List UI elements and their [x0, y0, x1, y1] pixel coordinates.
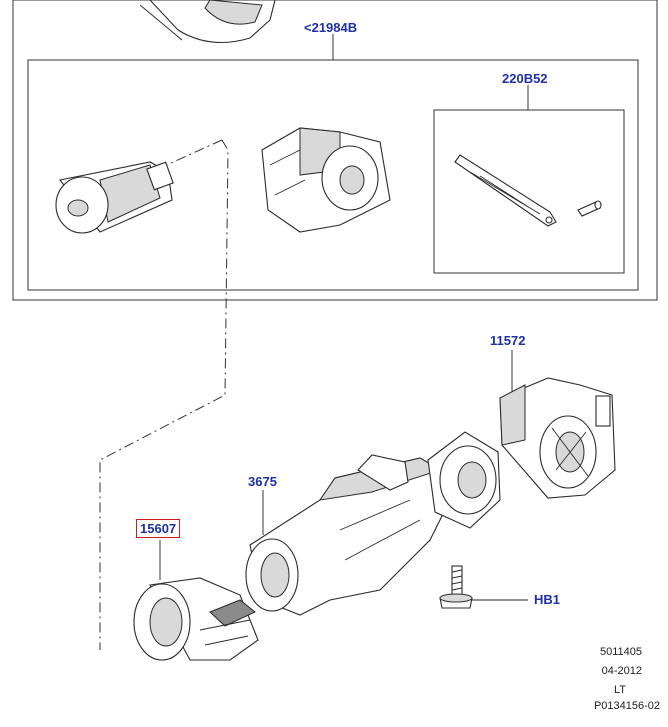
callout-220b52[interactable]: 220B52 — [502, 71, 548, 86]
key-blade-box — [433, 109, 625, 274]
lock-housing-part — [261, 127, 391, 233]
callout-15607[interactable]: 15607 — [136, 519, 181, 538]
key-blade-part — [454, 154, 557, 227]
transponder-coil-part — [133, 577, 259, 661]
kit-box-outline — [12, 0, 658, 301]
leader-lines — [159, 34, 529, 601]
reference-code: 5011405 — [599, 646, 642, 658]
assembly-centerline — [99, 139, 229, 650]
callout-21984b[interactable]: <21984B — [304, 20, 358, 35]
callout-11572[interactable]: 11572 — [490, 333, 526, 348]
bolt-part — [439, 565, 473, 609]
ignition-switch-part — [499, 377, 616, 499]
key-fob-part — [139, 0, 276, 43]
illustration-id: P0134156-02 — [593, 700, 660, 712]
reference-region: LT — [613, 684, 627, 696]
reference-date: 04-2012 — [601, 665, 642, 677]
lock-barrel-part — [55, 161, 174, 234]
reference-block: 5011405 04-2012 LT — [560, 643, 642, 700]
callout-hb1[interactable]: HB1 — [534, 592, 561, 607]
key-pin-part — [577, 200, 602, 217]
callout-3675[interactable]: 3675 — [248, 474, 277, 489]
steering-lock-housing-part — [245, 431, 501, 616]
